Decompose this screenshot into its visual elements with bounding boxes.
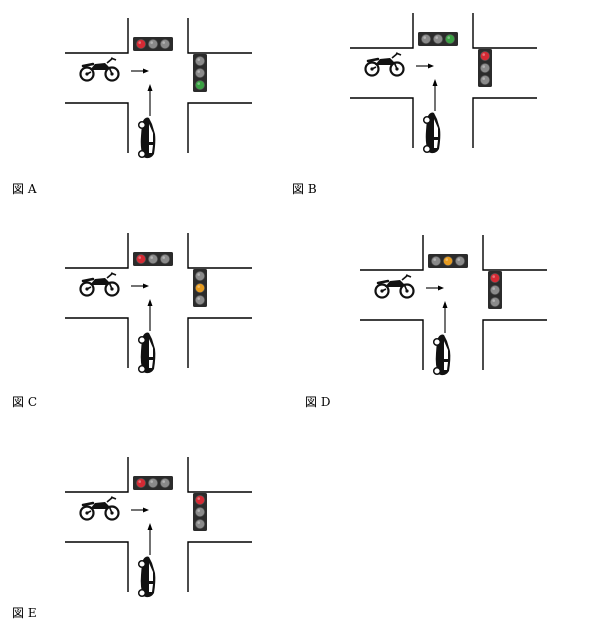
side-light-lamp-3	[195, 80, 205, 90]
side-light-lamp-3	[490, 297, 500, 307]
road-edge-top-right	[472, 13, 537, 49]
side-light-lamp-3	[195, 295, 205, 305]
side-light-lamp-1	[480, 51, 490, 61]
top-light-lamp-3	[160, 478, 170, 488]
top-traffic-light	[133, 252, 173, 266]
top-light-lamp-2	[148, 254, 158, 264]
top-light-lamp-2	[443, 256, 453, 266]
road-edge-bottom-right	[187, 317, 252, 368]
road-edge-top-right	[187, 233, 252, 269]
motorcycle-icon	[79, 496, 120, 521]
car-direction-arrowhead	[147, 84, 153, 91]
side-light-lamp-2	[195, 507, 205, 517]
side-light-lamp-3	[195, 519, 205, 529]
side-light-lamp-1	[490, 273, 500, 283]
road-edge-bottom-right	[472, 97, 537, 148]
road-edge-bottom-left	[350, 97, 414, 148]
top-light-lamp-2	[148, 478, 158, 488]
top-traffic-light	[428, 254, 468, 268]
caption-c: 図 C	[12, 395, 37, 409]
road-edge-top-left	[350, 13, 414, 49]
top-light-lamp-1	[431, 256, 441, 266]
car-direction-arrowhead	[147, 523, 153, 530]
top-traffic-light	[133, 476, 173, 490]
motorcycle-direction-arrowhead	[143, 507, 149, 513]
side-light-lamp-2	[480, 63, 490, 73]
car-icon	[137, 332, 156, 374]
intersection-diagram-e	[65, 457, 252, 598]
road-edge-top-right	[187, 457, 252, 493]
road-edge-bottom-right	[482, 319, 547, 370]
top-light-lamp-3	[455, 256, 465, 266]
motorcycle-icon	[364, 52, 405, 77]
side-traffic-light	[193, 493, 207, 531]
road-edge-bottom-right	[187, 541, 252, 592]
side-light-lamp-3	[480, 75, 490, 85]
motorcycle-direction-arrowhead	[143, 283, 149, 289]
top-light-lamp-1	[136, 478, 146, 488]
road-edge-top-right	[187, 18, 252, 54]
motorcycle-icon	[374, 274, 415, 299]
top-light-lamp-3	[160, 39, 170, 49]
road-edge-bottom-right	[187, 102, 252, 153]
car-icon	[422, 112, 441, 154]
road-edge-bottom-left	[65, 102, 129, 153]
side-light-lamp-2	[195, 68, 205, 78]
side-light-lamp-2	[195, 283, 205, 293]
top-light-lamp-1	[136, 39, 146, 49]
side-traffic-light	[193, 54, 207, 92]
intersection-diagram-d	[360, 235, 547, 376]
side-light-lamp-1	[195, 271, 205, 281]
top-light-lamp-1	[136, 254, 146, 264]
road-edge-top-left	[65, 18, 129, 54]
figure-b	[330, 3, 550, 173]
motorcycle-icon	[79, 272, 120, 297]
car-icon	[137, 117, 156, 159]
caption-b: 図 B	[292, 182, 317, 196]
figure-d	[340, 225, 560, 395]
figure-e	[45, 447, 265, 617]
side-light-lamp-1	[195, 495, 205, 505]
road-edge-top-left	[65, 457, 129, 493]
top-light-lamp-2	[433, 34, 443, 44]
side-traffic-light	[478, 49, 492, 87]
side-light-lamp-1	[195, 56, 205, 66]
top-light-lamp-3	[445, 34, 455, 44]
road-edge-bottom-left	[65, 541, 129, 592]
side-light-lamp-2	[490, 285, 500, 295]
top-light-lamp-1	[421, 34, 431, 44]
road-edge-bottom-left	[65, 317, 129, 368]
motorcycle-icon	[79, 57, 120, 82]
road-edge-top-right	[482, 235, 547, 271]
motorcycle-direction-arrowhead	[438, 285, 444, 291]
car-direction-arrowhead	[442, 301, 448, 308]
motorcycle-direction-arrowhead	[428, 63, 434, 69]
road-edge-bottom-left	[360, 319, 424, 370]
road-edge-top-left	[360, 235, 424, 271]
top-traffic-light	[418, 32, 458, 46]
caption-d: 図 D	[305, 395, 331, 409]
road-edge-top-left	[65, 233, 129, 269]
intersection-diagram-a	[65, 18, 252, 159]
side-traffic-light	[193, 269, 207, 307]
car-icon	[432, 334, 451, 376]
top-traffic-light	[133, 37, 173, 51]
caption-a: 図 A	[12, 182, 37, 196]
motorcycle-direction-arrowhead	[143, 68, 149, 74]
figure-c	[45, 223, 265, 393]
intersection-diagram-c	[65, 233, 252, 374]
car-direction-arrowhead	[147, 299, 153, 306]
figure-a	[45, 8, 265, 178]
side-traffic-light	[488, 271, 502, 309]
car-icon	[137, 556, 156, 598]
intersection-diagram-b	[350, 13, 537, 154]
car-direction-arrowhead	[432, 79, 438, 86]
top-light-lamp-3	[160, 254, 170, 264]
top-light-lamp-2	[148, 39, 158, 49]
caption-e: 図 E	[12, 606, 37, 620]
